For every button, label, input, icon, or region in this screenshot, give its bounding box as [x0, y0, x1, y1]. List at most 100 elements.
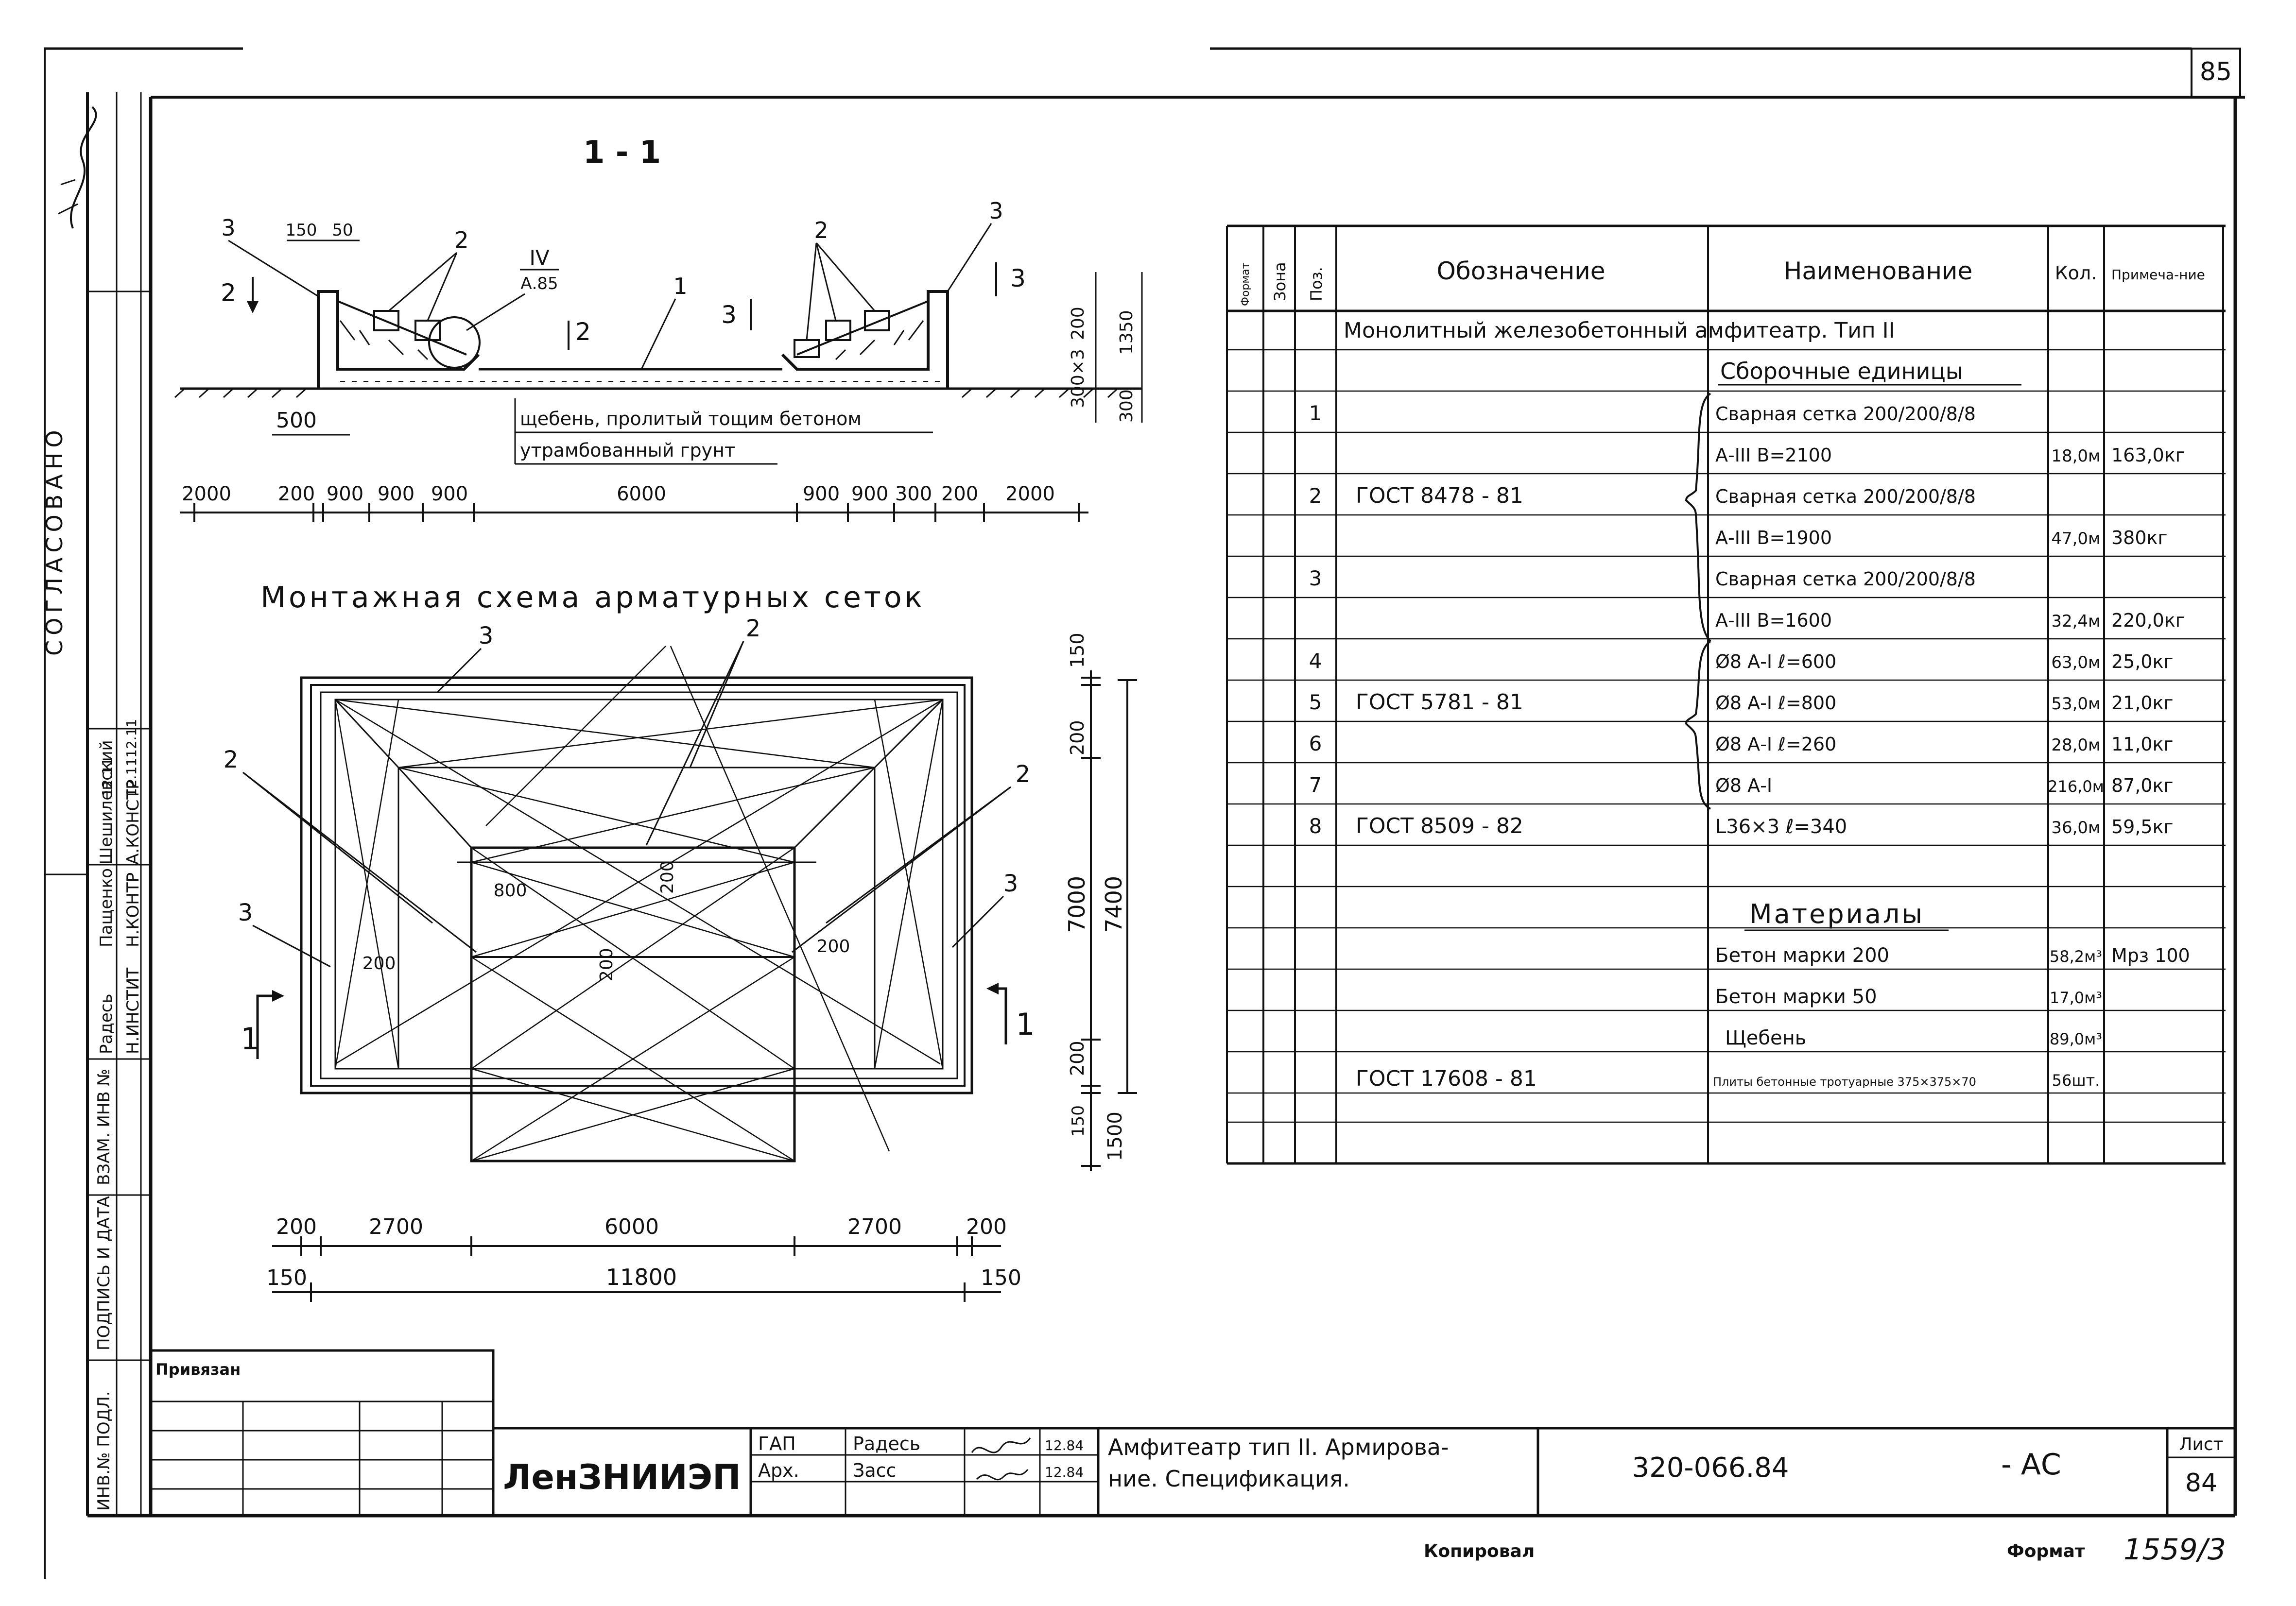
- brace-2: [1685, 640, 1711, 810]
- title-block: Привязан ЛенЗНИИЭП ГАП Арх. Радесь Засс …: [151, 1349, 2235, 1516]
- sec-arrow-label-3-right: 3: [1010, 264, 1026, 292]
- plan-dim-200-left: 200: [363, 954, 396, 974]
- note-compacted-soil: утрамбованный грунт: [520, 440, 735, 461]
- plan-callout-2-right: 2: [1016, 761, 1031, 788]
- date-arch: 12.84: [1045, 1464, 1084, 1480]
- plan-right-dim-150-top: 150: [1067, 632, 1088, 668]
- hdr-note: Примеча-ние: [2111, 267, 2205, 283]
- row-pos: 8: [1309, 814, 1322, 838]
- sec-dim-50: 50: [332, 221, 353, 240]
- spec-row-lines: [1227, 349, 2226, 1123]
- row-name: А-III В=2100: [1715, 444, 1832, 466]
- material-qty: 17,0м³: [2050, 989, 2102, 1007]
- margin-date-3: 12.11: [123, 719, 139, 758]
- mounting-plan: Монтажная схема арматурных сеток: [224, 581, 1137, 1302]
- margin-name-2: Пащенко: [97, 868, 116, 947]
- row-note: 21,0кг: [2111, 692, 2174, 714]
- sec-arrow-label-2-left: 2: [221, 279, 236, 307]
- row-name: L36×3 ℓ=340: [1715, 816, 1847, 838]
- plan-outline-outer: [300, 676, 973, 1094]
- stamp-original-inv: ИНВ.№ ПОДЛ.: [94, 1391, 114, 1511]
- right-concrete-fill: [835, 320, 924, 360]
- sheet-frame: [44, 47, 2245, 1579]
- row-name: Сварная сетка 200/200/8/8: [1715, 403, 1976, 425]
- right-step-slab-2: [825, 320, 851, 341]
- section-1-1: 1 - 1 3 2 1 2 3 2 2 3: [174, 135, 1143, 522]
- row-note: 25,0кг: [2111, 651, 2174, 672]
- hdr-name: Наименование: [1784, 257, 1973, 285]
- hdr-qty: Кол.: [2055, 262, 2097, 284]
- sec-chain-6000: 6000: [617, 483, 666, 505]
- row-note: 87,0кг: [2111, 775, 2174, 796]
- plan-dim-200-right: 200: [817, 937, 850, 957]
- margin-name-1: Радесь: [97, 994, 116, 1055]
- material-name: Бетон марки 50: [1715, 986, 1877, 1008]
- material-note: Мрз 100: [2111, 945, 2190, 966]
- left-concrete-fill: [339, 320, 429, 360]
- plan-callout-3-right: 3: [1003, 870, 1019, 897]
- sec-chain-900-3: 900: [431, 483, 468, 505]
- material-qty: 89,0м³: [2050, 1030, 2102, 1048]
- plan-right-dim-200-top: 200: [1067, 720, 1088, 755]
- sec-right-dim-200: 200: [1068, 307, 1088, 340]
- node-iv-sheet: А.85: [520, 274, 558, 293]
- material-qty: 58,2м³: [2050, 947, 2102, 966]
- material-doc: ГОСТ 17608 - 81: [1356, 1066, 1537, 1091]
- sec-right-dim-1350: 1350: [1117, 310, 1137, 355]
- sec-chain-900-5: 900: [851, 483, 888, 505]
- plan-bottom-dim-6000: 6000: [604, 1214, 659, 1239]
- attached-label: Привязан: [155, 1360, 241, 1379]
- left-step-slab-2: [414, 320, 441, 341]
- node-iv-circle: [428, 316, 481, 369]
- sec-chain-200-right: 200: [941, 483, 978, 505]
- row-name: Ø8 А-I ℓ=260: [1715, 734, 1836, 755]
- sec-chain-200-left: 200: [278, 483, 315, 505]
- assembly-title: Сборочные единицы: [1720, 358, 1963, 384]
- sec-label-2-left: 2: [454, 227, 468, 253]
- plan-title: Монтажная схема арматурных сеток: [260, 581, 925, 615]
- plan-right-dim-150-bottom: 150: [1069, 1105, 1088, 1137]
- doc-code: 320-066.84: [1632, 1452, 1789, 1484]
- hdr-format: Формат: [1240, 263, 1252, 306]
- plan-stage-area: [470, 846, 796, 1162]
- specification-table: Формат Зона Поз. Обозначение Наименовани…: [1226, 224, 2226, 1165]
- row-name: Ø8 А-I ℓ=800: [1715, 692, 1836, 714]
- row-note: 59,5кг: [2111, 816, 2174, 837]
- org-name: ЛенЗНИИЭП: [503, 1457, 741, 1497]
- sheet-number: 85: [2200, 57, 2232, 86]
- sec-label-2-right: 2: [814, 217, 828, 243]
- sheet-number-box: [2191, 48, 2241, 98]
- material-name: Плиты бетонные тротуарные 375×375×70: [1713, 1075, 1976, 1089]
- sec-chain-300: 300: [895, 483, 932, 505]
- margin-date-1: 12.11: [123, 758, 139, 797]
- material-name: Бетон марки 200: [1715, 944, 1889, 967]
- spec-frame-h: [1227, 224, 2226, 1165]
- row-doc: ГОСТ 5781 - 81: [1356, 690, 1523, 715]
- plan-callout-3-top: 3: [479, 622, 494, 649]
- agreed-label: СОГЛАСОВАНО: [41, 425, 68, 656]
- plan-dim-200-center: 200: [657, 860, 677, 894]
- row-qty: 36,0м: [2051, 818, 2100, 837]
- sec-dim-150: 150: [286, 221, 317, 240]
- row-note: 220,0кг: [2111, 610, 2185, 631]
- copied-label: Копировал: [1424, 1541, 1535, 1561]
- plan-bottom-dim-2700-left: 2700: [369, 1214, 423, 1239]
- plan-callout-3-left: 3: [238, 899, 253, 926]
- name-gap: Радесь: [853, 1433, 920, 1454]
- left-retaining-wall: [317, 290, 480, 389]
- plan-total-dim-150-right: 150: [981, 1265, 1021, 1290]
- plan-bottom-dim-200-right: 200: [966, 1214, 1007, 1239]
- role-arch: Арх.: [758, 1460, 799, 1481]
- approval-column: СОГЛАСОВАНО Н.ИНСТИТ Н.КОНТР А.КОНСТР Ра…: [41, 106, 143, 1511]
- plan-outline-4: [334, 699, 944, 1070]
- sec-arrow-label-3-mid: 3: [721, 301, 737, 329]
- row-name: Ø8 А-I: [1715, 775, 1772, 796]
- sec-chain-ticks: [193, 503, 1080, 522]
- main-stamp-grid: [493, 1427, 2235, 1516]
- sheet-label: Лист: [2179, 1435, 2223, 1454]
- sheet-title-line1: Амфитеатр тип II. Армирова-: [1108, 1434, 1449, 1460]
- plan-callout-2-top: 2: [746, 615, 761, 642]
- left-step-slab-1: [373, 310, 399, 331]
- name-arch: Засс: [853, 1460, 896, 1481]
